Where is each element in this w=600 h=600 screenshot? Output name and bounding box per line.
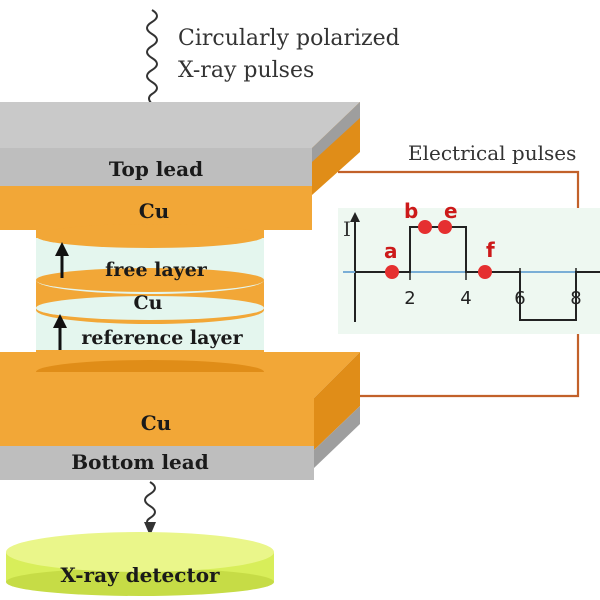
pulse-panel-title: Electrical pulses	[408, 141, 576, 165]
point-f-label: f	[486, 238, 495, 262]
top-lead-label: Top lead	[109, 157, 203, 181]
mid-cu-label: Cu	[134, 292, 163, 314]
reference-layer-label: reference layer	[81, 327, 243, 349]
point-e-label: e	[444, 199, 458, 223]
top-lead-slab	[0, 102, 360, 230]
point-a-label: a	[384, 239, 398, 263]
tick-label-2: 2	[404, 288, 415, 309]
point-a-marker	[385, 265, 399, 279]
bottom-lead-slab	[0, 352, 360, 480]
electrical-wires	[338, 170, 580, 398]
incoming-label-line1: Circularly polarized	[178, 26, 400, 51]
tick-label-8: 8	[570, 288, 581, 309]
xray-detector	[6, 532, 274, 596]
incoming-label-line2: X-ray pulses	[178, 58, 314, 83]
free-layer-label: free layer	[105, 259, 208, 281]
bottom-lead-label: Bottom lead	[71, 450, 208, 474]
point-b-label: b	[404, 199, 418, 223]
free-layer-arrow-icon	[55, 242, 69, 278]
top-cu-label: Cu	[139, 199, 169, 223]
point-f-marker	[478, 265, 492, 279]
point-b-marker	[418, 220, 432, 234]
detector-label: X-ray detector	[60, 563, 220, 587]
point-e-marker	[438, 220, 452, 234]
pulse-waveform	[355, 226, 600, 321]
pillar	[36, 224, 264, 368]
xray-outgoing-arrow	[144, 481, 156, 536]
bottom-cu-label: Cu	[141, 411, 171, 435]
tick-label-4: 4	[460, 288, 471, 309]
pulse-plot	[338, 208, 600, 334]
pulse-y-label: I	[343, 217, 351, 241]
tick-label-6: 6	[514, 288, 525, 309]
reference-layer-arrow-icon	[53, 314, 67, 350]
